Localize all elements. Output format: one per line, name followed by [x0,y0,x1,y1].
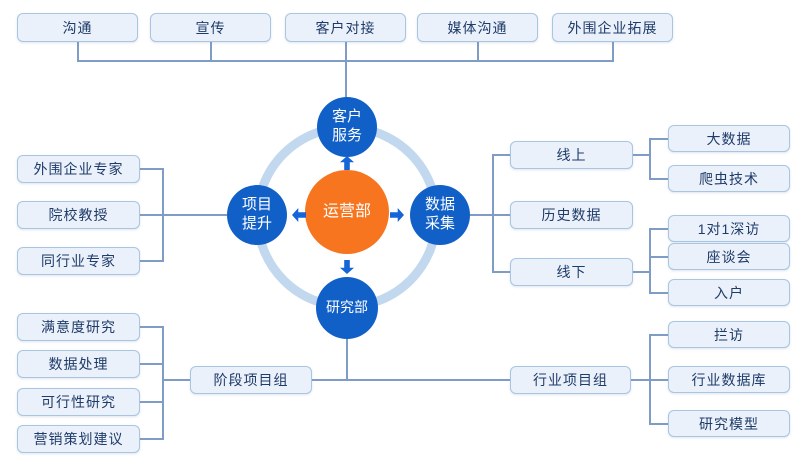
connector-line [345,42,347,97]
connector-line [651,138,668,140]
connector-line [140,214,162,216]
node-household-visit: 入户 [668,279,790,306]
node-data-processing: 数据处理 [17,350,140,378]
connector-line [77,42,79,62]
connector-line [470,214,494,216]
connector-line [651,178,668,180]
connector-line [140,438,162,440]
node-offline: 线下 [510,258,633,286]
connector-line [649,228,651,294]
connector-line [651,334,668,336]
connector-line [140,401,162,403]
node-industry-project-group: 行业项目组 [510,366,631,394]
connector-line [162,379,190,381]
connector-line [633,271,649,273]
satellite-customer-service: 客户 服务 [317,97,377,157]
connector-line [162,214,227,216]
satellite-data-collection: 数据 采集 [410,185,470,245]
connector-line [633,154,649,156]
connector-line [140,168,162,170]
connector-line [162,326,164,440]
connector-line [651,228,668,230]
connector-line [651,292,668,294]
connector-line [631,379,649,381]
connector-line [477,42,479,62]
connector-line [77,60,614,62]
satellite-label: 客户 服务 [331,108,362,144]
node-external-enterprise-experts: 外围企业专家 [17,155,140,183]
connector-line [210,42,212,62]
node-communication: 沟通 [17,13,138,42]
connector-line [649,138,651,180]
connector-line [346,337,348,381]
node-crawler-technology: 爬虫技术 [668,165,790,192]
connector-line [312,379,510,381]
connector-line [140,363,162,365]
connector-line [494,154,510,156]
node-big-data: 大数据 [668,125,790,152]
satellite-research-dept: 研究部 [316,277,378,339]
node-intercept-interview: 拦访 [668,321,790,348]
node-online: 线上 [510,141,633,169]
hub-label: 运营部 [322,203,371,220]
node-phase-project-group: 阶段项目组 [190,366,312,394]
satellite-label: 项目 提升 [241,196,272,232]
node-research-model: 研究模型 [668,410,790,437]
node-satisfaction-research: 满意度研究 [17,313,140,341]
node-industry-peer-experts: 同行业专家 [17,247,140,275]
node-client-liaison: 客户对接 [285,13,406,42]
hub-operations-dept: 运营部 [305,170,389,254]
node-college-professors: 院校教授 [17,201,140,229]
node-media-communication: 媒体沟通 [417,13,538,42]
connector-line [494,271,510,273]
connector-line [140,326,162,328]
connector-line [140,260,162,262]
connector-line [651,379,668,381]
node-feasibility-research: 可行性研究 [17,388,140,416]
satellite-project-improvement: 项目 提升 [227,185,287,245]
satellite-label: 研究部 [326,299,368,316]
connector-line [651,256,668,258]
node-focus-group: 座谈会 [668,243,790,270]
satellite-label: 数据 采集 [424,196,455,232]
node-historical-data: 历史数据 [510,201,633,229]
connector-line [649,334,651,425]
node-industry-database: 行业数据库 [668,366,790,393]
node-marketing-planning-advice: 营销策划建议 [17,425,140,453]
node-promotion: 宣传 [150,13,271,42]
node-one-on-one-interview: 1对1深访 [668,215,790,242]
connector-line [494,214,510,216]
node-external-expansion: 外围企业拓展 [552,13,673,42]
connector-line [651,423,668,425]
connector-line [492,154,494,273]
connector-line [612,42,614,62]
